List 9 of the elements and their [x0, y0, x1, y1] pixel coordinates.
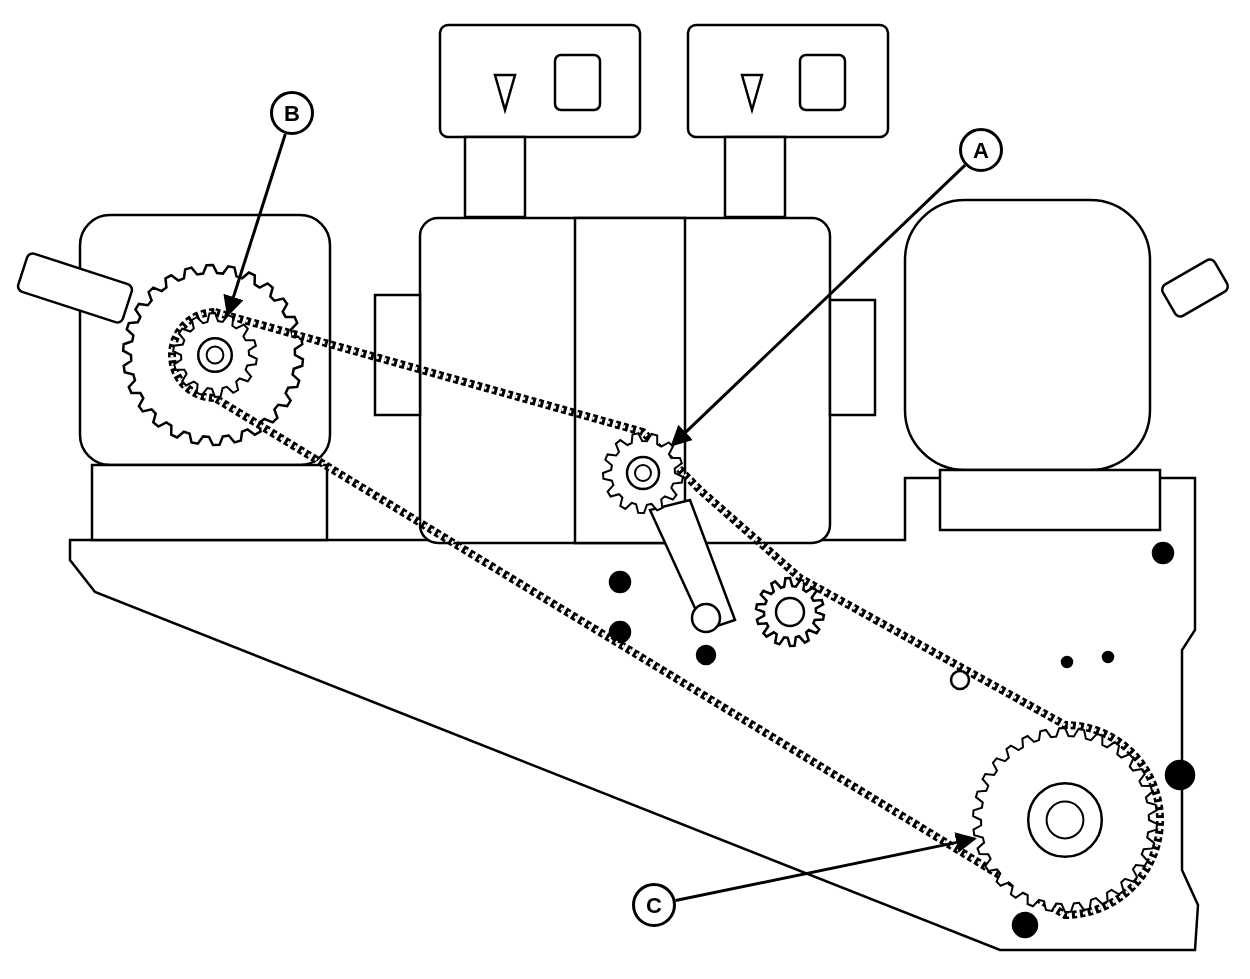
- callout-letter: B: [270, 91, 314, 135]
- sprocket-drawing: [601, 431, 685, 515]
- callout-letter: A: [959, 128, 1003, 172]
- sprocket-drawing: [971, 726, 1159, 914]
- leader-line: [675, 832, 977, 902]
- leader-line: [223, 133, 287, 317]
- callout-letter: C: [632, 883, 676, 927]
- leader-line: [670, 164, 967, 447]
- sprocket-drawing: [171, 311, 259, 399]
